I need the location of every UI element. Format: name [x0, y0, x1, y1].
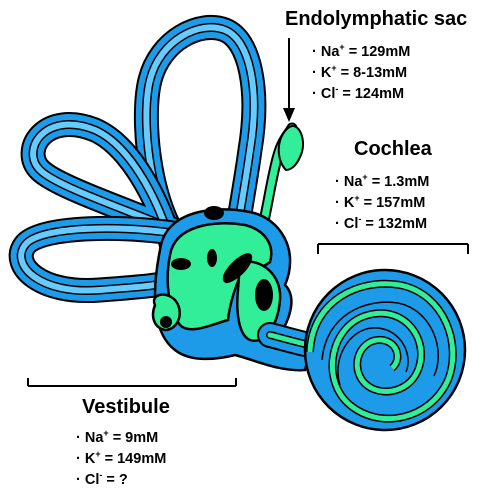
vestibule-values: ·Na+ = 9mM ·K+ = 149mM ·Cl- = ?	[76, 428, 166, 490]
vestibule-cl: ·Cl- = ?	[76, 470, 166, 490]
cochlea-bracket	[318, 244, 468, 254]
vestibule-k: ·K+ = 149mM	[76, 449, 166, 470]
vestibule-bracket	[28, 378, 236, 386]
endolymphatic-sac-na: ·Na+ = 129mM	[312, 42, 410, 63]
cochlea-title: Cochlea	[354, 138, 432, 161]
endolymphatic-sac-k: ·K+ = 8-13mM	[312, 63, 410, 84]
vestibule-na: ·Na+ = 9mM	[76, 428, 166, 449]
endolymphatic-sac-cl: ·Cl- = 124mM	[312, 84, 410, 105]
ampulla-spot-superior	[204, 206, 224, 220]
cochlea-spiral	[305, 270, 465, 430]
vestibule-title: Vestibule	[82, 396, 170, 419]
cochlea-values: ·Na+ = 1.3mM ·K+ = 157mM ·Cl- = 132mM	[335, 172, 429, 235]
ampulla-spot-posterior	[207, 249, 217, 267]
cochlea-k: ·K+ = 157mM	[335, 193, 429, 214]
endolymphatic-duct	[262, 126, 303, 230]
cochlea-na: ·Na+ = 1.3mM	[335, 172, 429, 193]
posterior-ampulla-spot	[160, 316, 172, 328]
endolymphatic-sac-values: ·Na+ = 129mM ·K+ = 8-13mM ·Cl- = 124mM	[312, 42, 410, 105]
endolymphatic-sac-title: Endolymphatic sac	[285, 8, 467, 31]
saccule-macula	[255, 279, 273, 311]
ampulla-spot-lateral	[171, 258, 191, 270]
cochlea-cl: ·Cl- = 132mM	[335, 214, 429, 235]
endolymphatic-sac-arrow	[283, 38, 295, 122]
